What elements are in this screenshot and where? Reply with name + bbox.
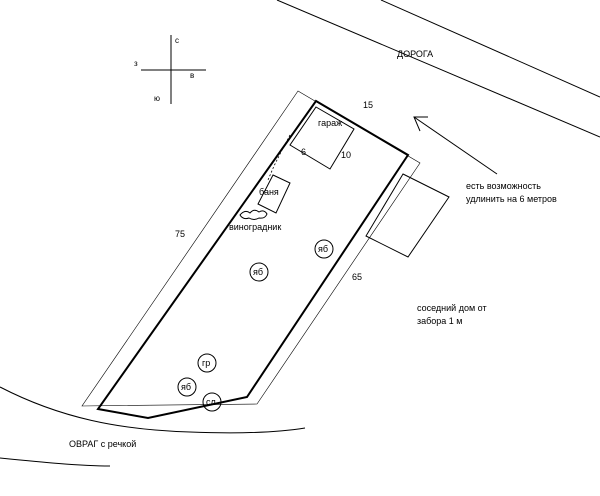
compass-north-label: с	[175, 36, 179, 45]
vineyard-scribble	[239, 209, 268, 220]
tree-apple-2: яб	[249, 262, 269, 282]
tree-label: яб	[253, 267, 263, 277]
tree-apple-3: яб	[177, 377, 197, 397]
compass: с з в ю	[134, 35, 206, 104]
ravine: ОВРАГ с речкой	[0, 386, 306, 467]
tree-circle	[177, 377, 197, 397]
dimension-right-length: 65	[352, 272, 362, 282]
bathhouse-label: баня	[259, 187, 279, 197]
tree-label: сл	[206, 397, 216, 407]
compass-west-label: з	[134, 59, 138, 68]
extension-note-line2: удлинить на 6 метров	[466, 194, 557, 204]
garage-width-label: 6	[301, 147, 306, 157]
road-edge-lower	[380, 0, 600, 98]
garage-label: гараж	[318, 118, 342, 128]
road-edge-upper	[276, 0, 600, 138]
ravine-edge-lower	[0, 457, 111, 467]
arrow-shaft	[413, 116, 498, 175]
road: ДОРОГА	[276, 0, 600, 138]
garage-outline	[289, 106, 355, 170]
compass-south-label: ю	[154, 94, 160, 103]
extension-note-line1: есть возможность	[466, 181, 541, 191]
tree-plum: сл	[202, 392, 222, 412]
tree-pear: гр	[197, 353, 217, 373]
arrow-head	[413, 116, 428, 132]
road-label: ДОРОГА	[397, 49, 433, 59]
tree-apple-1: яб	[314, 239, 334, 259]
plot-boundary	[96, 99, 410, 420]
vineyard: виноградник	[229, 209, 281, 232]
tree-circle	[314, 239, 334, 259]
ravine-label: ОВРАГ с речкой	[69, 439, 136, 449]
tree-label: яб	[318, 244, 328, 254]
bathhouse-outline	[257, 174, 291, 214]
tree-circle	[197, 353, 217, 373]
dimension-top-width: 15	[363, 100, 373, 110]
garage-depth-label: 10	[341, 150, 351, 160]
bathhouse: баня	[257, 174, 291, 214]
vineyard-label: виноградник	[229, 222, 281, 232]
tree-circle	[202, 392, 222, 412]
neighbor-note-line2: забора 1 м	[417, 316, 463, 326]
tree-label: яб	[181, 382, 191, 392]
neighbor-note-line1: соседний дом от	[417, 303, 487, 313]
garage-side-passage	[267, 134, 291, 181]
extension-arrow	[413, 116, 498, 175]
extension-area	[365, 173, 450, 258]
compass-east-label: в	[190, 71, 194, 80]
dimension-left-length: 75	[175, 229, 185, 239]
ravine-edge-upper	[0, 386, 306, 434]
tree-label: гр	[202, 358, 210, 368]
tree-circle	[249, 262, 269, 282]
garage: гараж 6 10	[289, 106, 355, 170]
